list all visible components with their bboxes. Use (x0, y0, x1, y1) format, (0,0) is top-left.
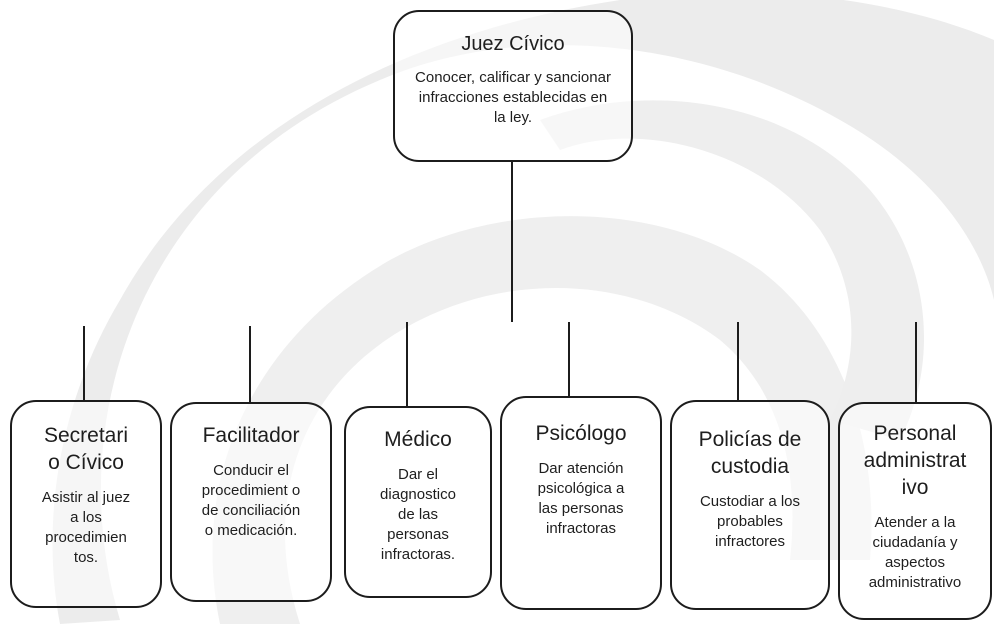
node-description: Dar el diagnostico de las personas infra… (380, 466, 456, 563)
node-title: Personal administrat ivo (863, 422, 967, 499)
node-description: Conocer, calificar y sancionar infraccio… (415, 69, 611, 126)
node-title: Médico (384, 428, 452, 451)
node-description: Dar atención psicológica a las personas … (537, 460, 625, 537)
node-medico: Médico Dar el diagnostico de las persona… (344, 406, 492, 598)
node-title: Psicólogo (535, 422, 627, 445)
node-secretario-civico: Secretari o Cívico Asistir al juez a los… (10, 400, 162, 608)
node-description: Conducir el procedimient o de conciliaci… (201, 462, 301, 539)
node-psicologo: Psicólogo Dar atención psicológica a las… (500, 396, 662, 610)
node-juez-civico: Juez Cívico Conocer, calificar y sancion… (393, 10, 633, 162)
node-title: Juez Cívico (461, 33, 565, 55)
node-title: Secretari o Cívico (43, 424, 129, 474)
node-title: Facilitador (202, 424, 300, 447)
node-description: Atender a la ciudadanía y aspectos admin… (868, 514, 962, 591)
node-description: Custodiar a los probables infractores (699, 493, 801, 550)
node-policias-de-custodia: Policías de custodia Custodiar a los pro… (670, 400, 830, 610)
node-description: Asistir al juez a los procedimien tos. (41, 489, 131, 566)
node-facilitador: Facilitador Conducir el procedimient o d… (170, 402, 332, 602)
node-title: Policías de custodia (698, 428, 802, 478)
node-personal-administrativo: Personal administrat ivo Atender a la ci… (838, 402, 992, 620)
